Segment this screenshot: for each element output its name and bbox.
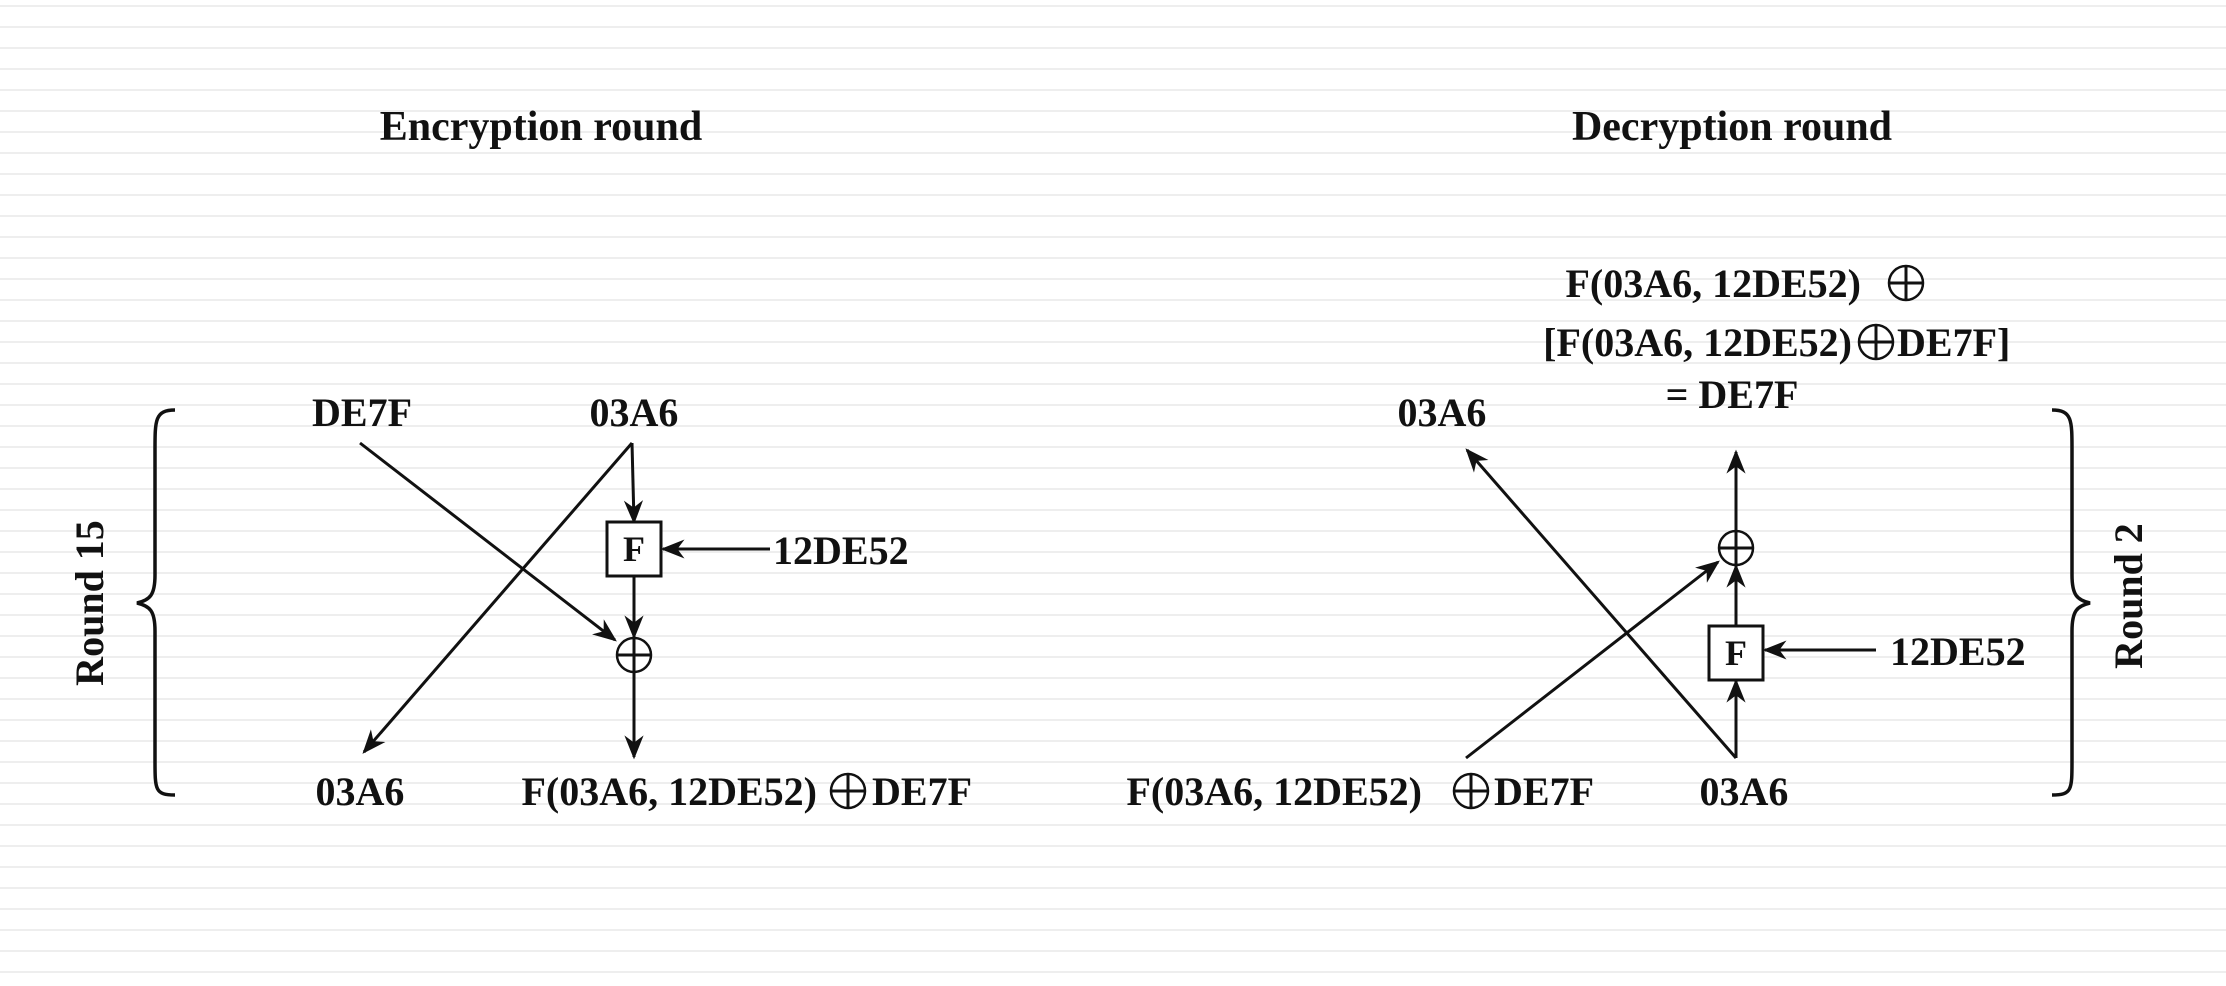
decryption-right-to-left-out-arrow [1465, 448, 1738, 759]
encryption-round-label: Round 15 [67, 520, 112, 686]
encryption-output-left: 03A6 [316, 769, 405, 814]
encryption-title: Encryption round [380, 104, 703, 150]
decryption-output-left: 03A6 [1398, 390, 1487, 435]
decryption-title: Decryption round [1572, 104, 1892, 150]
decryption-key: 12DE52 [1890, 629, 2026, 674]
encryption-round-brace [136, 408, 176, 797]
decryption-result-line2-post: DE7F] [1897, 320, 2010, 365]
decryption-result-xor-icon-1 [1887, 264, 1925, 302]
encryption-key: 12DE52 [773, 528, 909, 573]
encryption-right-to-left-out-arrow [362, 442, 634, 754]
encryption-round: Encryption round Round 15 DE7F 03A6 F 12… [67, 104, 972, 814]
decryption-round-brace [2051, 408, 2091, 797]
decryption-input-xor-icon [1452, 772, 1490, 810]
encryption-right-to-f-arrow [623, 442, 644, 525]
encryption-output-right-tail: DE7F [872, 769, 972, 814]
decryption-f-label: F [1725, 633, 1747, 673]
decryption-left-to-xor-arrow [1465, 560, 1720, 760]
encryption-xor-icon [615, 636, 653, 674]
decryption-result-line3: = DE7F [1666, 372, 1799, 417]
encryption-output-xor-icon [829, 772, 867, 810]
encryption-input-right: 03A6 [590, 390, 679, 435]
encryption-left-to-xor-arrow [359, 441, 617, 642]
decryption-input-right: 03A6 [1700, 769, 1789, 814]
decryption-xor-icon [1717, 529, 1755, 567]
encryption-f-label: F [623, 529, 645, 569]
decryption-round: Decryption round F(03A6, 12DE52) [F(03A6… [1126, 104, 2151, 814]
encryption-output-right: F(03A6, 12DE52) [521, 769, 817, 814]
decryption-round-label: Round 2 [2106, 523, 2151, 669]
decryption-result-line1: F(03A6, 12DE52) [1565, 261, 1861, 306]
decryption-result-line2-pre: [F(03A6, 12DE52) [1543, 320, 1852, 365]
ruled-background [0, 5, 2226, 973]
decryption-result-xor-icon-2 [1857, 323, 1895, 361]
decryption-input-left: F(03A6, 12DE52) [1126, 769, 1422, 814]
decryption-input-left-tail: DE7F [1494, 769, 1594, 814]
encryption-input-left: DE7F [312, 390, 412, 435]
